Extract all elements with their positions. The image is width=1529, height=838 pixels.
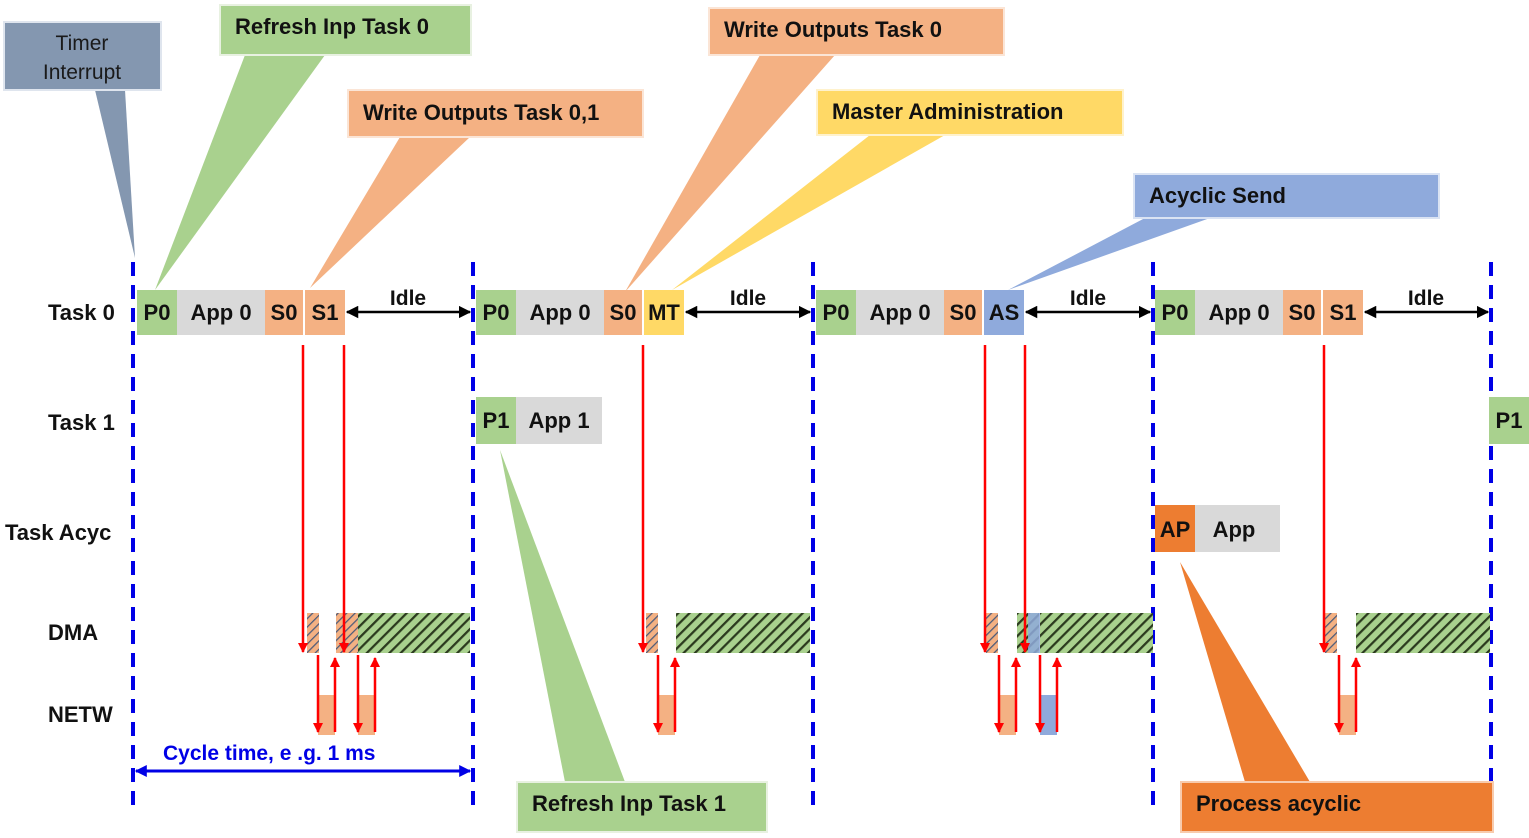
dma-transfer	[646, 613, 658, 653]
block-ap: AP	[1160, 517, 1191, 542]
block-p1: P1	[483, 408, 510, 433]
refresh1-pointer	[500, 450, 625, 782]
dma-transfer	[986, 613, 998, 653]
netw-frame	[999, 695, 1016, 735]
dma-transfer	[336, 613, 358, 653]
row-label-task-acyc: Task Acyc	[5, 520, 111, 545]
svg-text:Timer: Timer	[56, 32, 109, 55]
task0-cycle-4: P0 App 0 S0 S1 Idle	[1155, 287, 1490, 335]
block-p0: P0	[1162, 300, 1189, 325]
process-acyclic-pointer	[1180, 562, 1310, 782]
block-app0: App 0	[529, 300, 590, 325]
block-app0: App 0	[190, 300, 251, 325]
write01-pointer	[310, 137, 470, 288]
master-pointer	[672, 135, 945, 290]
row-label-netw: NETW	[48, 702, 113, 727]
row-label-task1: Task 1	[48, 410, 115, 435]
svg-text:Write Outputs Task 0: Write Outputs Task 0	[724, 17, 942, 42]
netw-frame	[318, 695, 335, 735]
dma-transfer	[676, 613, 810, 653]
idle-label: Idle	[1408, 287, 1444, 310]
svg-text:Acyclic Send: Acyclic Send	[1149, 183, 1286, 208]
dma-transfer	[358, 613, 470, 653]
svg-text:Refresh Inp Task 0: Refresh Inp Task 0	[235, 14, 429, 39]
callout-process-acyclic: Process acyclic	[1180, 781, 1494, 833]
netw-frame	[658, 695, 675, 735]
callout-refresh-inp-task0: Refresh Inp Task 0	[219, 4, 472, 56]
task0-cycle-3: P0 App 0 S0 AS Idle	[816, 287, 1152, 335]
cycle-time-indicator: Cycle time, e .g. 1 ms	[134, 742, 472, 777]
block-s1: S1	[1330, 300, 1357, 325]
callout-write-outputs-task0: Write Outputs Task 0	[708, 7, 1005, 56]
block-app: App	[1213, 517, 1256, 542]
netw-frame	[1040, 695, 1057, 735]
transfer-arrows	[298, 345, 1361, 733]
svg-text:Interrupt: Interrupt	[43, 61, 121, 84]
task0-cycle-2: P0 App 0 S0 MT Idle	[476, 287, 812, 335]
idle-label: Idle	[390, 287, 426, 310]
block-s0: S0	[950, 300, 977, 325]
block-p0: P0	[823, 300, 850, 325]
dma-transfer	[307, 613, 319, 653]
dma-transfer	[1356, 613, 1490, 653]
dma-transfer	[1325, 613, 1337, 653]
write0-pointer	[625, 55, 835, 292]
svg-text:Process acyclic: Process acyclic	[1196, 791, 1361, 816]
svg-text:Write Outputs Task 0,1: Write Outputs Task 0,1	[363, 100, 599, 125]
idle-label: Idle	[1070, 287, 1106, 310]
timer-pointer	[95, 90, 135, 258]
svg-text:Master Administration: Master Administration	[832, 99, 1063, 124]
acyclic-send-pointer	[1008, 218, 1210, 290]
block-s1: S1	[312, 300, 339, 325]
block-app1: App 1	[528, 408, 589, 433]
block-s0: S0	[610, 300, 637, 325]
idle-label: Idle	[730, 287, 766, 310]
task1-row: P1 App 1 P1	[476, 397, 1529, 444]
netw-frame	[1339, 695, 1356, 735]
block-as: AS	[989, 300, 1020, 325]
callout-master-administration: Master Administration	[816, 89, 1124, 136]
task0-cycle-1: P0 App 0 S0 S1 Idle	[137, 287, 472, 335]
row-labels: Task 0 Task 1 Task Acyc DMA NETW	[5, 300, 115, 727]
block-p0: P0	[483, 300, 510, 325]
callout-refresh-inp-task1: Refresh Inp Task 1	[516, 781, 768, 833]
task0-row: P0 App 0 S0 S1 Idle P0 App 0 S0 MT Idle	[137, 287, 1490, 335]
block-s0: S0	[1289, 300, 1316, 325]
block-p1-next: P1	[1496, 408, 1523, 433]
callouts: Timer Interrupt Refresh Inp Task 0 Write…	[3, 4, 1494, 833]
netw-frame	[358, 695, 375, 735]
callout-pointers	[95, 55, 1310, 782]
dma-row	[307, 613, 1490, 653]
block-app0: App 0	[1208, 300, 1269, 325]
block-mt: MT	[648, 300, 680, 325]
dma-transfer	[1040, 613, 1153, 653]
svg-text:Refresh Inp Task 1: Refresh Inp Task 1	[532, 791, 726, 816]
cycle-time-label: Cycle time, e .g. 1 ms	[163, 742, 375, 765]
row-label-task0: Task 0	[48, 300, 115, 325]
dma-transfer	[1028, 613, 1040, 653]
block-s0: S0	[271, 300, 298, 325]
refresh0-pointer	[155, 55, 325, 290]
task-acyc-row: AP App	[1155, 505, 1280, 552]
block-p0: P0	[144, 300, 171, 325]
cycle-boundaries	[131, 262, 1493, 805]
block-app0: App 0	[869, 300, 930, 325]
callout-acyclic-send: Acyclic Send	[1133, 173, 1440, 219]
callout-write-outputs-task01: Write Outputs Task 0,1	[347, 89, 644, 138]
callout-timer-interrupt: Timer Interrupt	[3, 21, 162, 91]
row-label-dma: DMA	[48, 620, 98, 645]
